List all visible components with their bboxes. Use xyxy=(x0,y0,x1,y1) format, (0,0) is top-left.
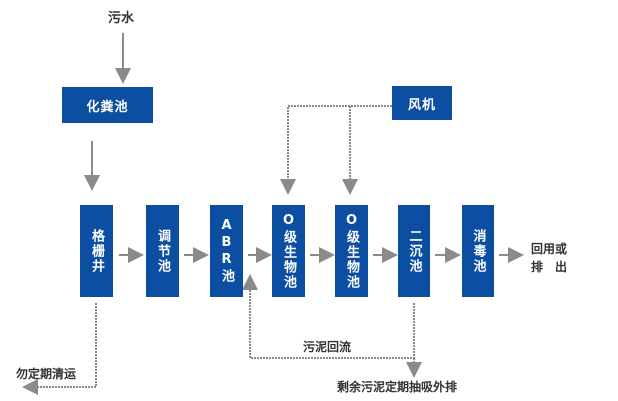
sludge-return-label: 污泥回流 xyxy=(303,340,352,354)
blower-air-line-1 xyxy=(280,105,392,195)
septic-tank-box: 化粪池 xyxy=(62,87,153,123)
grille-well-box: 格栅井 xyxy=(80,205,113,297)
excess-sludge-label: 剩余污泥定期抽吸外排 xyxy=(337,380,458,394)
sludge-return-line xyxy=(242,274,415,359)
grille-disposal-line xyxy=(22,303,97,395)
output-label-1: 回用或 xyxy=(531,242,568,256)
output-label-2: 排 出 xyxy=(531,260,568,274)
grille-disposal-label: 勿定期清运 xyxy=(16,367,77,381)
regulating-tank-box: 调节池 xyxy=(146,205,179,297)
abr-tank-box: ABR池 xyxy=(210,205,243,297)
secondary-clarifier-box: 二沉池 xyxy=(398,205,430,297)
sewage-input-label: 污水 xyxy=(108,11,135,26)
o-bio-tank-2-box: O级生物池 xyxy=(335,205,368,297)
o-bio-tank-1-box: O级生物池 xyxy=(272,205,305,297)
blower-box: 风机 xyxy=(392,86,452,120)
disinfection-tank-box: 消毒池 xyxy=(462,205,494,297)
